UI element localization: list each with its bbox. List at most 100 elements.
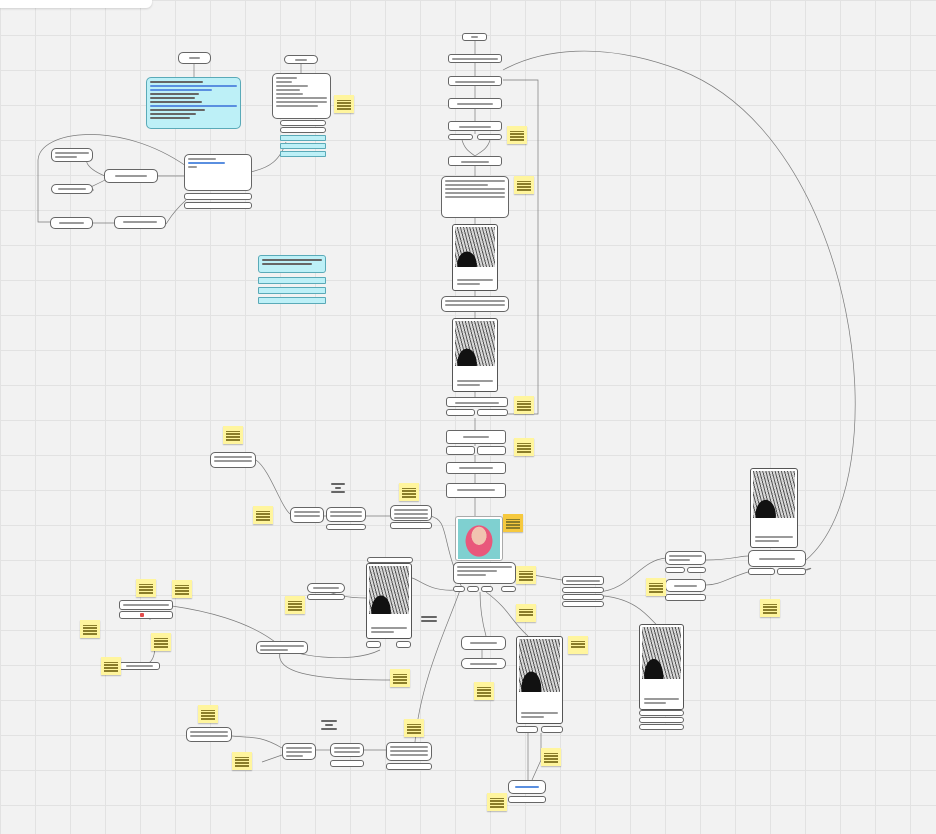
flow-node[interactable] [210, 452, 256, 468]
sticky-note[interactable] [760, 599, 780, 617]
image-card[interactable] [750, 468, 798, 548]
flow-node[interactable] [390, 522, 432, 529]
flow-node[interactable] [687, 567, 706, 573]
sticky-note[interactable] [80, 620, 100, 638]
option-bar[interactable] [184, 202, 252, 209]
flow-node[interactable] [453, 562, 516, 584]
sticky-note[interactable] [514, 176, 534, 194]
flow-node[interactable] [777, 568, 806, 575]
flow-node[interactable] [461, 636, 506, 650]
flow-node[interactable] [446, 483, 506, 498]
info-card[interactable] [146, 77, 241, 129]
flow-node[interactable] [119, 662, 160, 670]
sticky-note[interactable] [514, 396, 534, 414]
flow-node[interactable] [186, 727, 232, 742]
flow-node[interactable] [562, 594, 604, 600]
flow-node[interactable] [184, 154, 252, 191]
option-bar[interactable] [280, 151, 326, 157]
image-card[interactable] [366, 563, 412, 639]
flow-node[interactable] [326, 507, 366, 522]
flow-node[interactable] [639, 710, 684, 716]
flow-node[interactable] [396, 641, 411, 648]
flow-node[interactable] [477, 446, 506, 455]
flow-node[interactable] [516, 726, 538, 733]
flow-node[interactable] [390, 505, 432, 521]
flow-node[interactable] [665, 551, 706, 565]
flow-node[interactable] [508, 796, 546, 803]
sticky-note[interactable] [172, 580, 192, 598]
flow-node[interactable] [446, 462, 506, 474]
flow-node[interactable] [477, 134, 502, 140]
flow-node[interactable] [639, 724, 684, 730]
sticky-note[interactable] [404, 719, 424, 737]
sticky-note[interactable] [253, 506, 273, 524]
flow-node[interactable] [51, 148, 93, 162]
image-card[interactable] [516, 636, 563, 724]
flow-node[interactable] [467, 586, 479, 592]
flow-node[interactable] [441, 176, 509, 218]
flow-node[interactable] [367, 557, 413, 563]
flow-node[interactable] [501, 586, 516, 592]
flow-node[interactable] [330, 743, 364, 757]
flow-node[interactable] [508, 780, 546, 794]
board-toolbar-panel[interactable] [0, 0, 152, 8]
profile-image-card[interactable] [455, 516, 503, 561]
sticky-note[interactable] [516, 566, 536, 584]
flow-node[interactable] [453, 586, 465, 592]
sticky-note[interactable] [223, 426, 243, 444]
flow-node[interactable] [639, 717, 684, 723]
sticky-note[interactable] [399, 483, 419, 501]
flow-node[interactable] [448, 54, 502, 63]
sticky-note[interactable] [541, 748, 561, 766]
sticky-note[interactable] [516, 604, 536, 622]
flow-node[interactable] [562, 576, 604, 585]
option-bar[interactable] [258, 277, 326, 284]
flow-node[interactable] [461, 658, 506, 669]
sticky-note[interactable] [487, 793, 507, 811]
flow-node[interactable] [446, 430, 506, 444]
sticky-note[interactable] [101, 657, 121, 675]
flow-node[interactable] [462, 33, 487, 41]
flow-node[interactable] [114, 216, 166, 229]
sticky-note[interactable] [198, 705, 218, 723]
flow-node[interactable] [119, 611, 173, 619]
sticky-note[interactable] [514, 438, 534, 456]
flow-node[interactable] [256, 641, 308, 654]
sticky-note[interactable] [503, 514, 523, 532]
flow-node[interactable] [665, 567, 685, 573]
flow-node[interactable] [50, 217, 93, 229]
flow-node[interactable] [562, 601, 604, 607]
option-bar[interactable] [258, 297, 326, 304]
flow-node[interactable] [51, 184, 93, 194]
flow-node[interactable] [448, 98, 502, 109]
flow-node[interactable] [290, 507, 324, 523]
option-bar[interactable] [280, 143, 326, 149]
image-card[interactable] [452, 318, 498, 392]
flow-node[interactable] [446, 397, 508, 407]
sticky-note[interactable] [136, 579, 156, 597]
sticky-note[interactable] [390, 669, 410, 687]
flow-node[interactable] [448, 134, 473, 140]
option-bar[interactable] [280, 135, 326, 141]
flow-node[interactable] [284, 55, 318, 64]
sticky-note[interactable] [232, 752, 252, 770]
flow-node[interactable] [386, 763, 432, 770]
flow-node[interactable] [481, 586, 493, 592]
flow-node[interactable] [446, 446, 475, 455]
option-bar[interactable] [184, 193, 252, 200]
sticky-note[interactable] [474, 682, 494, 700]
flow-node[interactable] [441, 296, 509, 312]
option-bar[interactable] [258, 287, 326, 294]
sticky-note[interactable] [646, 578, 666, 596]
sticky-note[interactable] [568, 636, 588, 654]
flow-node[interactable] [178, 52, 211, 64]
sticky-note[interactable] [285, 596, 305, 614]
flow-node[interactable] [665, 579, 706, 592]
flow-node[interactable] [448, 121, 502, 131]
image-card[interactable] [452, 224, 498, 291]
flow-node[interactable] [477, 409, 508, 416]
flow-node[interactable] [330, 760, 364, 767]
flow-node[interactable] [448, 156, 502, 166]
info-card[interactable] [258, 255, 326, 273]
